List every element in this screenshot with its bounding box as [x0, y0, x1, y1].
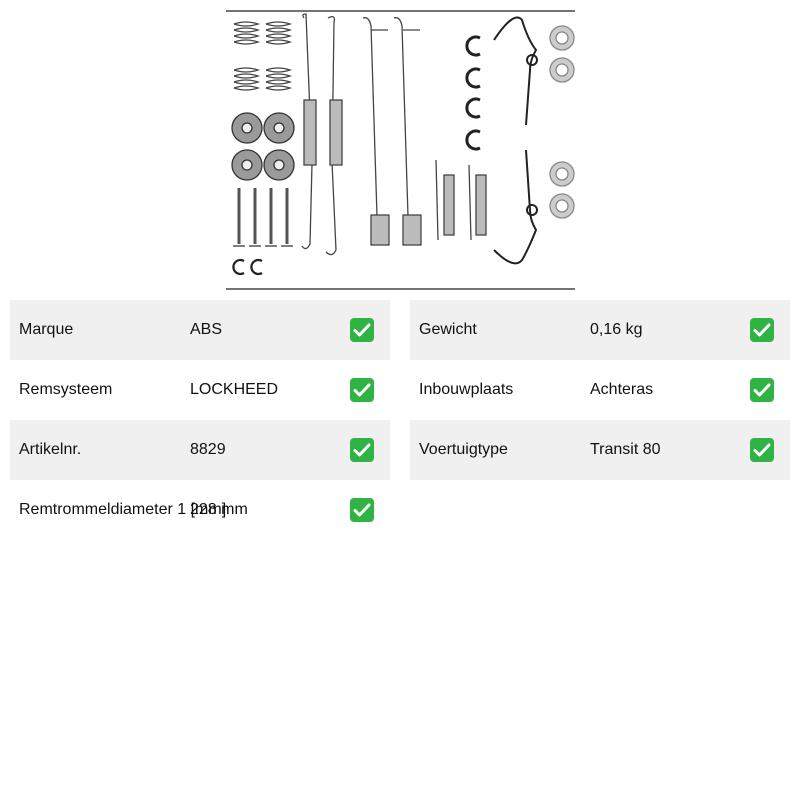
spec-value: 8829 — [190, 441, 226, 458]
spec-value: LOCKHEED — [190, 381, 279, 398]
hold-down-pins — [237, 188, 289, 244]
spec-row: Remtrommeldiameter 1 [mm] 228 mm — [10, 480, 390, 540]
compression-springs — [233, 21, 293, 91]
spec-row: Artikelnr. 8829 — [10, 420, 390, 480]
check-icon — [750, 378, 774, 402]
check-icon — [750, 438, 774, 462]
spec-row: Inbouwplaats Achteras — [410, 360, 790, 420]
spec-row: Marque ABS — [10, 300, 390, 360]
spec-row: Gewicht 0,16 kg — [410, 300, 790, 360]
check-icon — [350, 438, 374, 462]
spec-table-right: Gewicht 0,16 kg Inbouwplaats Achteras Vo… — [410, 300, 790, 480]
adjuster-springs — [435, 159, 487, 241]
spec-label: Remsysteem — [19, 381, 113, 398]
return-springs-long — [301, 13, 343, 256]
spec-row: Remsysteem LOCKHEED — [10, 360, 390, 420]
spec-value: 228 mm — [190, 501, 248, 518]
spec-label: Voertuigtype — [419, 441, 508, 458]
check-icon — [350, 378, 374, 402]
spec-label: Remtrommeldiameter 1 [mm] — [19, 501, 227, 518]
wire-brackets — [493, 16, 538, 265]
spec-value: 0,16 kg — [590, 321, 643, 338]
spec-value: ABS — [190, 321, 223, 338]
spec-label: Gewicht — [419, 321, 477, 338]
check-icon — [350, 318, 374, 342]
spec-value: Achteras — [590, 381, 654, 398]
spec-row: Voertuigtype Transit 80 — [410, 420, 790, 480]
spec-label: Inbouwplaats — [419, 381, 514, 398]
product-image-brake-shoe-fitting-kit — [226, 10, 575, 290]
check-icon — [750, 318, 774, 342]
washers — [549, 25, 575, 219]
c-clips — [465, 35, 481, 151]
return-springs-hooked — [362, 17, 422, 246]
small-clips — [232, 258, 263, 276]
spring-cups — [231, 112, 295, 181]
spec-table-left: Marque ABS Remsysteem LOCKHEED Artikelnr… — [10, 300, 390, 540]
check-icon — [350, 498, 374, 522]
spec-value: Transit 80 — [590, 441, 661, 458]
spec-label: Marque — [19, 321, 74, 338]
spec-label: Artikelnr. — [19, 441, 82, 458]
